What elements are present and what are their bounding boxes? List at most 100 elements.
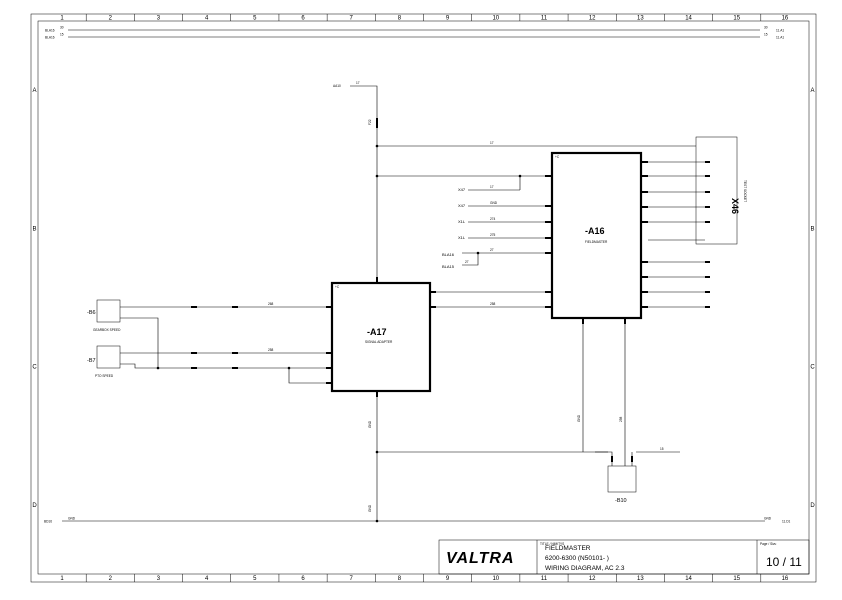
column-label-bottom: 10 <box>492 576 499 582</box>
sensor-b7-name: -B7 <box>87 358 96 364</box>
column-label-bottom: 3 <box>157 576 161 582</box>
signal-x1l: X1L <box>458 219 466 224</box>
wire-gnd-bottom: GND <box>368 504 372 512</box>
column-label-bottom: 11 <box>541 576 548 582</box>
connector-x46 <box>695 136 738 245</box>
wire-27-label: 27 <box>490 248 494 252</box>
column-label-top: 9 <box>446 16 450 22</box>
row-label-left: A <box>32 88 36 94</box>
column-label-top: 13 <box>637 16 644 22</box>
wire-gnd-a17: GND <box>368 420 372 428</box>
signal-x47b: X47 <box>458 203 466 208</box>
column-label-bottom: 7 <box>350 576 354 582</box>
row-label-left: C <box>32 365 37 371</box>
ground-wire-left: GND <box>68 517 76 521</box>
aa10-wire: 17 <box>356 81 360 85</box>
svg-text:+C: +C <box>555 155 560 159</box>
signal-x1l2: X1L <box>458 235 466 240</box>
wire-258c-label: 258 <box>268 348 274 352</box>
row-label-left: B <box>32 226 36 232</box>
brand-logo: VALTRA <box>446 550 515 567</box>
connector-x46-subtitle: TEST SOCKET <box>743 180 747 202</box>
wire-gnd-b10: GND <box>577 414 581 422</box>
title-caption: TITLE / NIMITYS <box>540 542 564 546</box>
signal-bla16: BLA16 <box>442 252 455 257</box>
column-label-top: 3 <box>157 16 161 22</box>
wire-15-b10: 15 <box>660 447 664 451</box>
wire-gnd-a16: GND <box>490 201 498 205</box>
wire-28-label: 27 <box>465 260 469 264</box>
column-label-top: 5 <box>253 16 257 22</box>
sensor-b6 <box>96 299 121 323</box>
module-a16 <box>550 151 643 320</box>
title-block <box>438 539 810 575</box>
title-line-1: FIELDMASTER <box>545 545 591 552</box>
ground-ref-right: 11.D1 <box>782 520 790 524</box>
column-label-top: 15 <box>733 16 740 22</box>
signal-bla15: BLA15 <box>442 264 455 269</box>
ground-wire-right: GND <box>764 517 772 521</box>
wire-274-label: 274 <box>490 217 496 221</box>
sensor-b10 <box>607 465 637 493</box>
sensor-b6-name: -B6 <box>87 310 96 316</box>
sensor-b7 <box>96 345 121 369</box>
svg-text:+C: +C <box>335 285 340 289</box>
supply-ref-1: BLA16 <box>45 29 55 33</box>
column-label-bottom: 1 <box>60 576 64 582</box>
column-label-top: 6 <box>301 16 305 22</box>
sensor-b10-name: -B10 <box>615 498 627 504</box>
wire-258b-label: 258 <box>619 416 623 422</box>
supply-ref-r1: 11.A1 <box>776 29 784 33</box>
module-a16-subtitle: FIELDMASTER <box>585 240 608 244</box>
row-label-right: B <box>810 226 814 232</box>
row-labels-right: A B C D <box>810 88 815 509</box>
row-label-right: C <box>810 365 815 371</box>
column-label-top: 14 <box>685 16 692 22</box>
wire-17-label: 17 <box>490 141 494 145</box>
page-caption: Page / Sivu <box>760 542 777 546</box>
column-label-top: 8 <box>398 16 402 22</box>
row-label-right: A <box>810 88 814 94</box>
column-label-top: 1 <box>60 16 64 22</box>
supply-wire-r1: 30 <box>764 26 768 30</box>
column-label-bottom: 5 <box>253 576 257 582</box>
ground-ref-left: BD16 <box>44 520 52 524</box>
title-line-2: 6200-6300 (N50101- ) <box>545 555 609 562</box>
supply-ref-2: BLA16 <box>45 36 55 40</box>
signal-x47a: X47 <box>458 187 466 192</box>
column-label-top: 10 <box>492 16 499 22</box>
sensor-b6-caption: GEARBOX SPEED <box>93 328 121 332</box>
supply-wire-2: 15 <box>60 33 64 37</box>
column-label-top: 16 <box>782 16 789 22</box>
module-a17-name: -A17 <box>367 327 387 337</box>
column-label-top: 4 <box>205 16 209 22</box>
wire-258-label: 258 <box>490 302 496 306</box>
supply-ref-r2: 11.A1 <box>776 36 784 40</box>
row-label-right: D <box>810 503 815 509</box>
column-label-top: 7 <box>350 16 354 22</box>
wire-17b-label: 17 <box>490 185 494 189</box>
column-label-bottom: 12 <box>589 576 596 582</box>
column-label-bottom: 16 <box>782 576 789 582</box>
title-line-3: WIRING DIAGRAM, AC 2.3 <box>545 565 625 572</box>
wire-275-label: 275 <box>490 233 496 237</box>
column-label-top: 12 <box>589 16 596 22</box>
module-a17 <box>330 281 432 393</box>
supply-wire-r2: 15 <box>764 33 768 37</box>
column-label-top: 11 <box>541 16 548 22</box>
column-label-bottom: 13 <box>637 576 644 582</box>
connector-x46-name: X46 <box>730 198 740 214</box>
aa10-ref: AA10 <box>333 84 341 88</box>
sensor-b7-caption: PTO SPEED <box>95 374 114 378</box>
row-label-left: D <box>32 503 37 509</box>
column-label-bottom: 4 <box>205 576 209 582</box>
supply-wire-1: 30 <box>60 26 64 30</box>
row-labels-left: A B C D <box>32 88 37 509</box>
column-label-bottom: 6 <box>301 576 305 582</box>
page-number: 10 / 11 <box>766 555 802 569</box>
module-a16-name: -A16 <box>585 226 605 236</box>
column-label-bottom: 9 <box>446 576 450 582</box>
